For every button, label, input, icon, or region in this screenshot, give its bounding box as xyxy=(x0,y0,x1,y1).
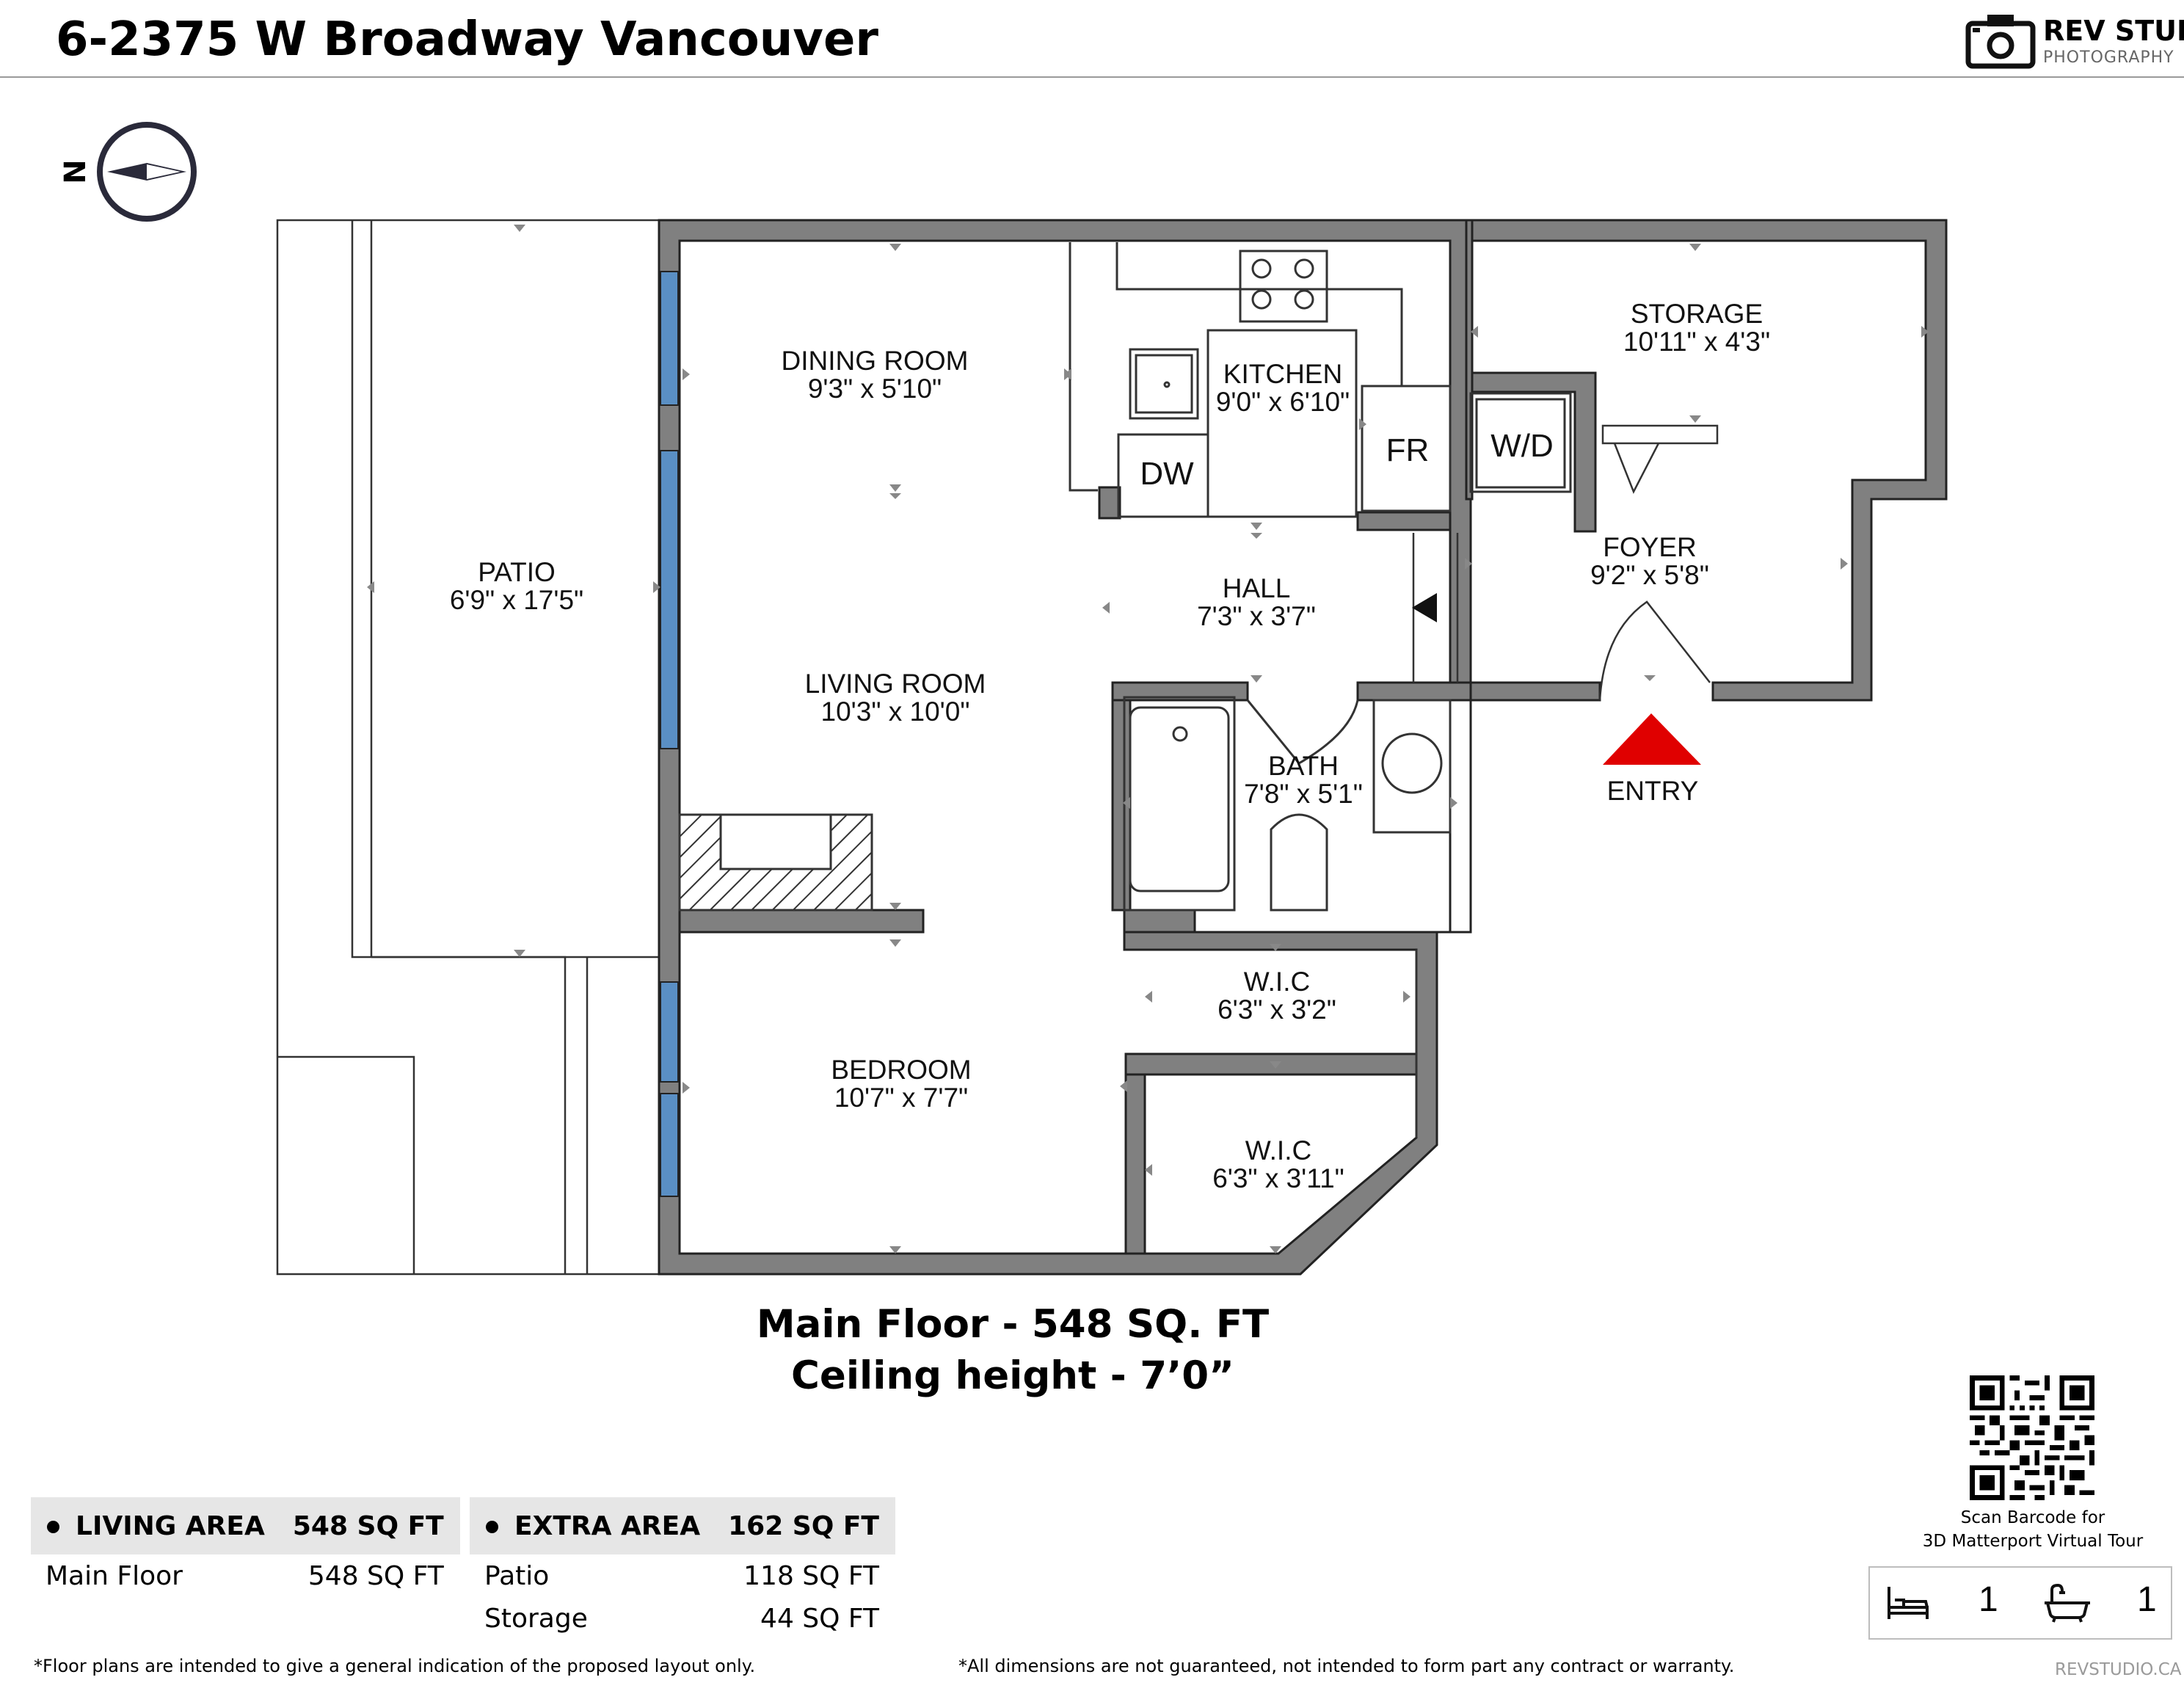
kitchen-fixtures xyxy=(1069,242,1572,518)
dishwasher-label: DW xyxy=(1140,456,1194,492)
row-label: Storage xyxy=(484,1603,588,1634)
bedroom-count: 1 xyxy=(1979,1580,1998,1619)
north-label: N xyxy=(59,159,92,183)
bullet-icon xyxy=(47,1521,59,1533)
kitchen-name: KITCHEN xyxy=(1223,359,1342,389)
table-row: Patio 118 SQ FT xyxy=(470,1554,895,1597)
wic2-name: W.I.C xyxy=(1245,1135,1311,1165)
bed-icon xyxy=(1888,1587,1929,1619)
bedroom-dims: 10'7" x 7'7" xyxy=(834,1083,968,1113)
hall-arrow-icon xyxy=(1412,593,1437,622)
room-counts: 1 1 xyxy=(1868,1566,2172,1640)
bullet-icon xyxy=(486,1521,498,1533)
windows xyxy=(660,271,679,1197)
qr-caption: Scan Barcode for 3D Matterport Virtual T… xyxy=(1893,1506,2172,1553)
extra-area-total: 162 SQ FT xyxy=(712,1497,895,1554)
foyer-name: FOYER xyxy=(1603,532,1696,562)
bath-name: BATH xyxy=(1268,751,1339,781)
bath-fixtures xyxy=(1123,696,1452,1138)
website-link[interactable]: REVSTUDIO.CA xyxy=(2055,1660,2182,1679)
row-value: 44 SQ FT xyxy=(760,1603,879,1634)
dining-dims: 9'3" x 5'10" xyxy=(808,374,942,404)
living-name: LIVING ROOM xyxy=(805,669,986,699)
brand-logo: REV STUDIO PHOTOGRAPHY xyxy=(1965,10,2184,70)
living-area-total: 548 SQ FT xyxy=(276,1497,460,1554)
patio xyxy=(276,219,660,1276)
dimension-markers xyxy=(367,225,1929,1254)
row-value: 118 SQ FT xyxy=(743,1560,879,1591)
living-dims: 10'3" x 10'0" xyxy=(821,697,970,727)
disclaimer-left: *Floor plans are intended to give a gene… xyxy=(34,1656,756,1676)
page-title: 6-2375 W Broadway Vancouver xyxy=(56,12,878,67)
fridge-label: FR xyxy=(1386,432,1430,468)
disclaimer-right: *All dimensions are not guaranteed, not … xyxy=(958,1656,1735,1676)
bathroom-count: 1 xyxy=(2137,1580,2157,1619)
kitchen-dims: 9'0" x 6'10" xyxy=(1216,387,1350,417)
hall-dims: 7'3" x 3'7" xyxy=(1197,601,1316,631)
washer-dryer-label: W/D xyxy=(1490,428,1554,464)
fireplace xyxy=(678,813,873,912)
wic2-dims: 6'3" x 3'11" xyxy=(1212,1163,1344,1193)
ceiling-height-line: Ceiling height - 7’0” xyxy=(791,1353,1234,1398)
hall-name: HALL xyxy=(1223,573,1291,603)
compass: N xyxy=(59,122,197,222)
living-area-header: LIVING AREA xyxy=(76,1510,265,1541)
table-header: LIVING AREA 548 SQ FT xyxy=(31,1497,460,1554)
table-header: EXTRA AREA 162 SQ FT xyxy=(470,1497,895,1554)
qr-code[interactable] xyxy=(1970,1375,2094,1500)
extra-area-table: EXTRA AREA 162 SQ FT Patio 118 SQ FT Sto… xyxy=(470,1497,895,1640)
floor-caption: Main Floor - 548 SQ. FT Ceiling height -… xyxy=(660,1299,1365,1402)
wic1-name: W.I.C xyxy=(1244,967,1310,997)
wic1-dims: 6'3" x 3'2" xyxy=(1217,994,1336,1025)
living-area-table: LIVING AREA 548 SQ FT Main Floor 548 SQ … xyxy=(31,1497,460,1597)
patio-dims: 6'9" x 17'5" xyxy=(450,585,583,615)
logo-name: REV STUDIO xyxy=(2043,15,2184,47)
row-label: Patio xyxy=(484,1560,550,1591)
row-value: 548 SQ FT xyxy=(307,1560,444,1591)
entry-marker-icon xyxy=(1603,713,1701,765)
header-divider xyxy=(0,76,2184,78)
foyer-dims: 9'2" x 5'8" xyxy=(1590,560,1709,590)
extra-area-header: EXTRA AREA xyxy=(514,1510,701,1541)
floor-area-line: Main Floor - 548 SQ. FT xyxy=(756,1302,1270,1347)
patio-name: PATIO xyxy=(478,557,556,587)
bedroom-name: BEDROOM xyxy=(831,1055,971,1085)
qr-caption-line1: Scan Barcode for xyxy=(1960,1508,2105,1527)
logo-subtitle: PHOTOGRAPHY xyxy=(2043,48,2174,67)
qr-caption-line2: 3D Matterport Virtual Tour xyxy=(1922,1532,2144,1551)
entry-label: ENTRY xyxy=(1607,776,1699,806)
table-row: Main Floor 548 SQ FT xyxy=(31,1554,460,1597)
row-label: Main Floor xyxy=(46,1560,183,1591)
table-row: Storage 44 SQ FT xyxy=(470,1597,895,1640)
walls xyxy=(658,219,1948,1276)
bathtub-icon xyxy=(2045,1583,2090,1623)
dining-name: DINING ROOM xyxy=(782,346,969,376)
storage-dims: 10'11" x 4'3" xyxy=(1623,327,1770,357)
camera-icon xyxy=(1965,15,2036,69)
storage-name: STORAGE xyxy=(1631,299,1763,329)
bath-dims: 7'8" x 5'1" xyxy=(1244,779,1363,809)
